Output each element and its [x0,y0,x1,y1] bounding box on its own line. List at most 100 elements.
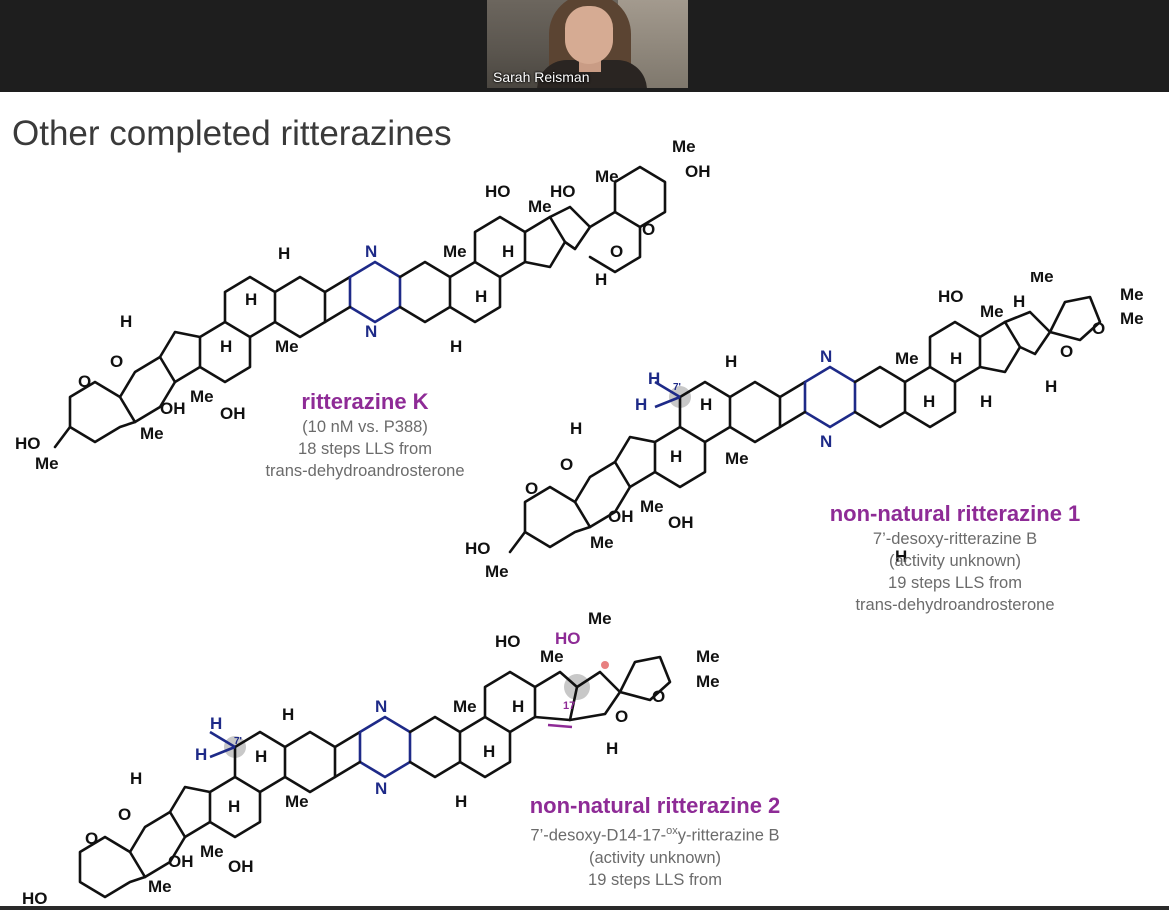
atom-label: H [923,392,935,411]
atom-label: 7' [234,736,242,747]
atom-label: H [512,697,524,716]
atom-label: OH [608,507,634,526]
atom-label: O [1060,342,1073,361]
caption-line: 19 steps LLS from [588,870,722,889]
caption-line: trans-dehydroandrosterone [265,462,465,480]
atom-label: Me [640,497,664,516]
caption-text: 7’-desoxy-D14-17- [530,826,667,845]
atom-label: H [278,244,290,263]
atom-label: Me [200,842,224,861]
atom-label: Me [595,167,619,186]
atom-label: H [120,312,132,331]
atom-label: O [1092,319,1105,338]
atom-label: H [895,547,907,566]
atom-label: Me [190,387,214,406]
atom-label: H [228,797,240,816]
atom-label: H [635,395,647,414]
atom-label: O [642,220,655,239]
atom-label: HO [555,629,581,648]
atom-label: H [455,792,467,811]
atom-label: Me [588,609,612,628]
caption-line-1: 7’-desoxy-D14-17-oxy-ritterazine B [480,820,830,847]
atom-label: OH [168,852,194,871]
caption-line: (activity unknown) [888,552,1022,570]
atom-label: O [78,372,91,391]
atom-label: H [980,392,992,411]
atom-label: Me [540,647,564,666]
atom-label: H [220,337,232,356]
atom-label: H [1013,292,1025,311]
structure-non-natural-ritterazine-1-drawing: H H 7' H N N Me H H H H H HO Me H Me O O… [465,272,1144,581]
atom-label: O [652,687,665,706]
compound-caption-ritterazine-k: ritterazine K (10 nM vs. P388) 18 steps … [230,388,500,482]
structure-ritterazine-k-drawing: H N N Me H H H HO Me HO Me O O H Me OH H… [15,137,711,473]
atom-label: O [525,479,538,498]
atom-label: Me [485,562,509,581]
atom-label: Me [35,454,59,473]
atom-label: O [560,455,573,474]
atom-label: H [450,337,462,356]
compound-name: ritterazine K [301,389,429,414]
atom-label: H [130,769,142,788]
atom-label: HO [938,287,964,306]
participant-video-tile[interactable]: Sarah Reisman [487,0,688,88]
compound-caption-non-natural-ritterazine-2: non-natural ritterazine 2 7’-desoxy-D14-… [480,792,830,891]
atom-label: O [85,829,98,848]
caption-superscript: ox [666,825,678,837]
atom-label: H [950,349,962,368]
atom-label: HO [22,889,48,906]
atom-label: H [255,747,267,766]
atom-label: OH [668,513,694,532]
caption-text: y-ritterazine B [677,826,780,845]
participant-name-label: Sarah Reisman [493,69,590,85]
structure-non-natural-ritterazine-2-drawing: H H 7' H N N Me H H H HO Me HO 17 Me O O… [22,609,720,906]
atom-label: H [648,369,660,388]
atom-label: 7' [673,382,681,393]
atom-label: Me [1120,309,1144,328]
compound-name: non-natural ritterazine 1 [829,501,1081,526]
atom-label: Me [148,877,172,896]
caption-line: 18 steps LLS from [298,440,432,458]
structure-non-natural-ritterazine-2: H H 7' H N N Me H H H HO Me HO 17 Me O O… [20,602,740,906]
atom-label: H [1045,377,1057,396]
atom-label: Me [672,137,696,156]
slide-title: Other completed ritterazines [12,114,452,153]
atom-label: N [365,322,377,341]
atom-label: H [502,242,514,261]
atom-label: HO [15,434,41,453]
atom-label: N [375,697,387,716]
atom-label: N [820,432,832,451]
atom-label: Me [1030,272,1054,286]
atom-label: Me [895,349,919,368]
bottom-border [0,906,1169,910]
atom-label: H [725,352,737,371]
atom-label: H [670,447,682,466]
atom-label: OH [685,162,711,181]
meeting-top-bar: Sarah Reisman [0,0,1169,92]
atom-label: Me [453,697,477,716]
structure-ritterazine-k: H N N Me H H H HO Me HO Me O O H Me OH H… [10,137,730,537]
compound-name: non-natural ritterazine 2 [529,793,781,818]
atom-label: Me [725,449,749,468]
participant-face [565,6,613,64]
atom-label: H [700,395,712,414]
atom-label: Me [275,337,299,356]
atom-label: H [475,287,487,306]
atom-label: N [365,242,377,261]
atom-label: Me [696,672,720,691]
atom-label: Me [285,792,309,811]
atom-label: H [606,739,618,758]
atom-label: H [483,742,495,761]
atom-label: O [610,242,623,261]
atom-label: Me [443,242,467,261]
atom-label: Me [528,197,552,216]
atom-label: H [195,745,207,764]
atom-label: N [375,779,387,798]
atom-label: HO [495,632,521,651]
caption-line: (activity unknown) [588,848,722,867]
atom-label: O [615,707,628,726]
atom-label: HO [465,539,491,558]
atom-label: OH [228,857,254,876]
atom-label: OH [220,404,246,423]
atom-label: Me [1120,285,1144,304]
